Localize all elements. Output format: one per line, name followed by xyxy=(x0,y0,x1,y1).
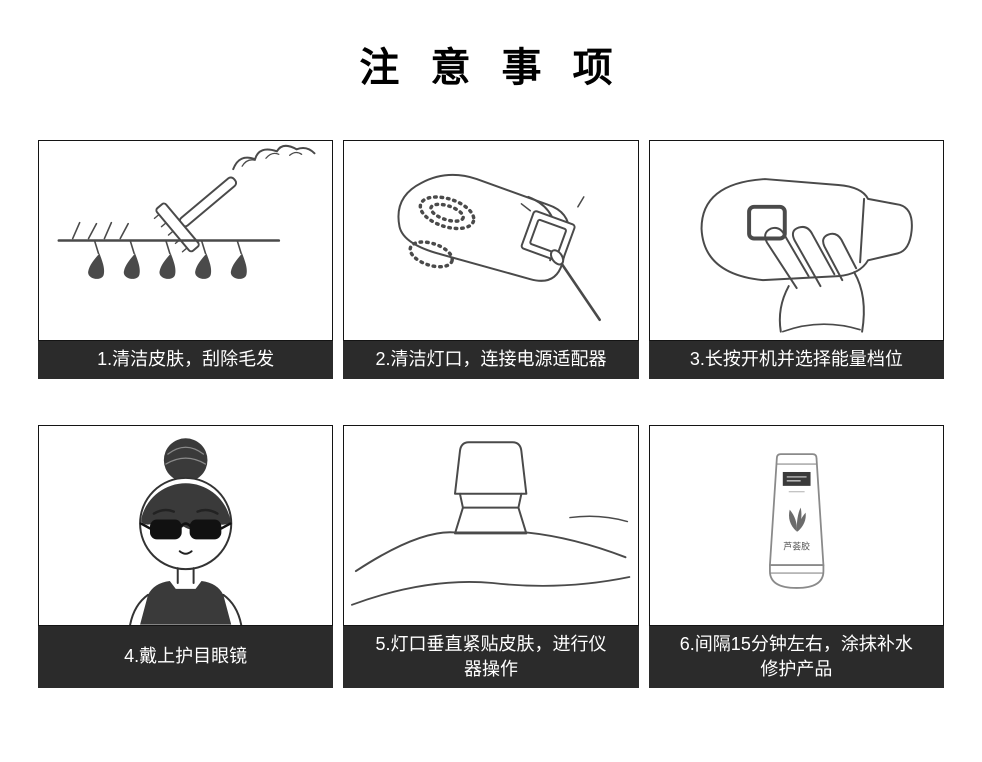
step-caption-1: 1.清洁皮肤，刮除毛发 xyxy=(38,341,334,379)
aloe-gel-tube-illustration: 芦荟胶 xyxy=(648,425,944,626)
device-on-skin-illustration xyxy=(343,425,639,626)
power-button-press-illustration xyxy=(648,140,944,341)
aloe-gel-tube-svg: 芦荟胶 xyxy=(768,453,824,589)
step-panel-2: 2.清洁灯口，连接电源适配器 xyxy=(343,140,639,379)
step-caption-3: 3.长按开机并选择能量档位 xyxy=(648,341,944,379)
step-caption-4: 4.戴上护目眼镜 xyxy=(38,626,334,688)
device-on-skin-svg xyxy=(351,441,631,606)
step-panel-4: 4.戴上护目眼镜 xyxy=(38,425,334,688)
step-panel-1: 1.清洁皮肤，刮除毛发 xyxy=(38,140,334,379)
step-panel-6: 芦荟胶 6.间隔15分钟左右，涂抹补水修护产品 xyxy=(648,425,944,688)
razor-shaving-illustration xyxy=(38,140,334,341)
goggles-girl-illustration xyxy=(38,425,334,626)
step-caption-6: 6.间隔15分钟左右，涂抹补水修护产品 xyxy=(648,626,944,688)
goggles-girl-svg xyxy=(129,438,243,625)
step-panel-3: 3.长按开机并选择能量档位 xyxy=(648,140,944,379)
power-button-press-svg xyxy=(700,178,913,333)
step-caption-5: 5.灯口垂直紧贴皮肤，进行仪器操作 xyxy=(343,626,639,688)
step-panel-5: 5.灯口垂直紧贴皮肤，进行仪器操作 xyxy=(343,425,639,688)
steps-grid: 1.清洁皮肤，刮除毛发 xyxy=(38,140,944,688)
device-cleaning-svg xyxy=(397,173,602,322)
device-cleaning-illustration xyxy=(343,140,639,341)
tube-label-text: 芦荟胶 xyxy=(783,540,810,551)
razor-shaving-svg xyxy=(57,144,316,279)
step-caption-2: 2.清洁灯口，连接电源适配器 xyxy=(343,341,639,379)
page-title: 注 意 事 项 xyxy=(359,46,623,90)
